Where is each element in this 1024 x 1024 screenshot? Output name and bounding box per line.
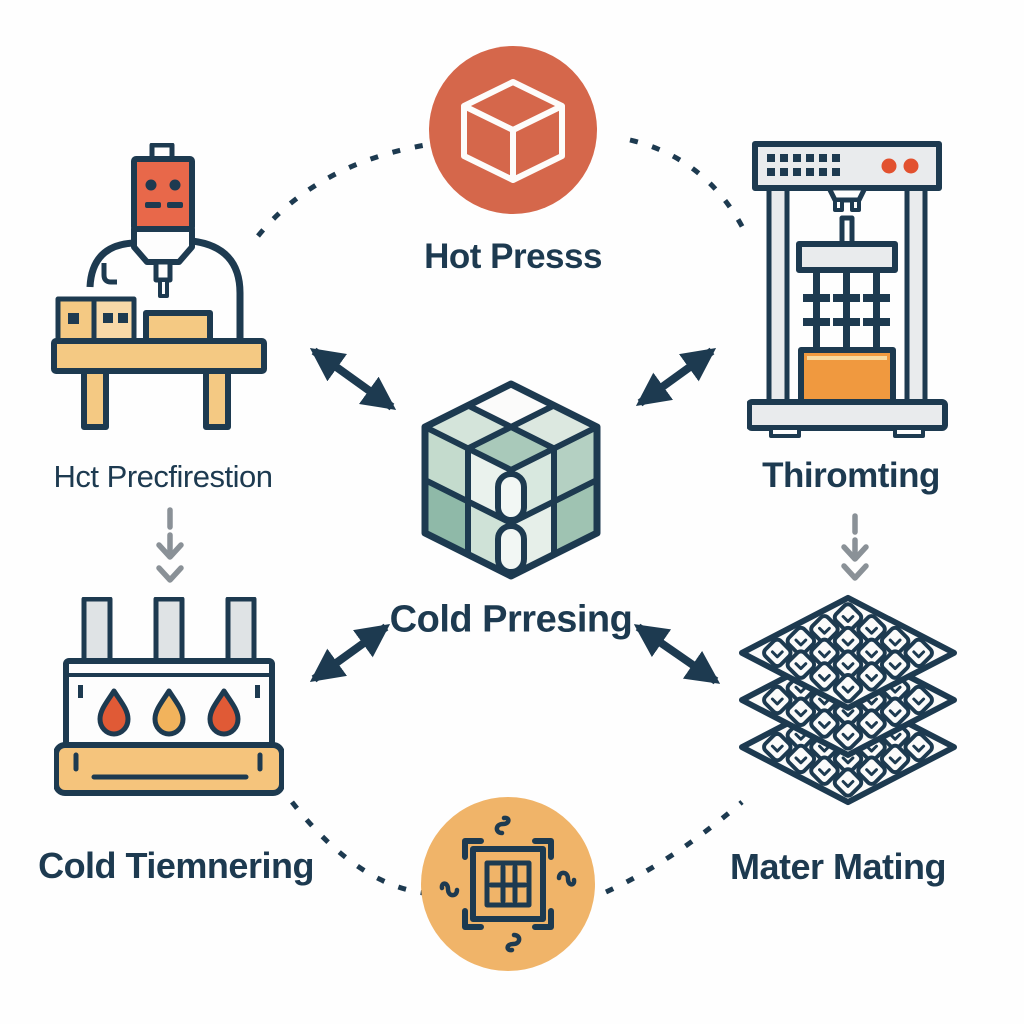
rubik-cube-icon [421, 380, 601, 580]
alignment-grid-icon [439, 815, 577, 953]
press-machine-icon [747, 141, 948, 438]
double-arrow-upper-right [635, 347, 717, 407]
double-arrow-lower-left [309, 623, 391, 683]
cube-outline-icon [461, 79, 565, 183]
dashed-curve-bottom-right [604, 800, 744, 895]
down-arrow-right [841, 513, 869, 581]
hot-press-circle [429, 46, 597, 214]
hot-press-label: Hot Presss [424, 237, 602, 276]
stacked-layers-icon [739, 594, 957, 806]
furnace-icon [54, 597, 284, 796]
thermoforming-label: Thiromting [762, 456, 940, 495]
down-arrow-left [156, 507, 184, 583]
material-mating-label: Mater Mating [729, 846, 947, 887]
drill-press-machine-icon [51, 143, 267, 430]
hot-preparation-label: Hct Precfirestion [53, 459, 273, 494]
alignment-circle [421, 797, 595, 971]
dashed-curve-top-right [629, 137, 747, 232]
double-arrow-lower-right [633, 623, 721, 685]
cold-tempering-label: Cold Tiemnering [38, 845, 314, 886]
dashed-curve-bottom-left [290, 800, 425, 896]
double-arrow-upper-left [309, 347, 397, 411]
cold-pressing-label: Cold Prresing [389, 598, 633, 641]
